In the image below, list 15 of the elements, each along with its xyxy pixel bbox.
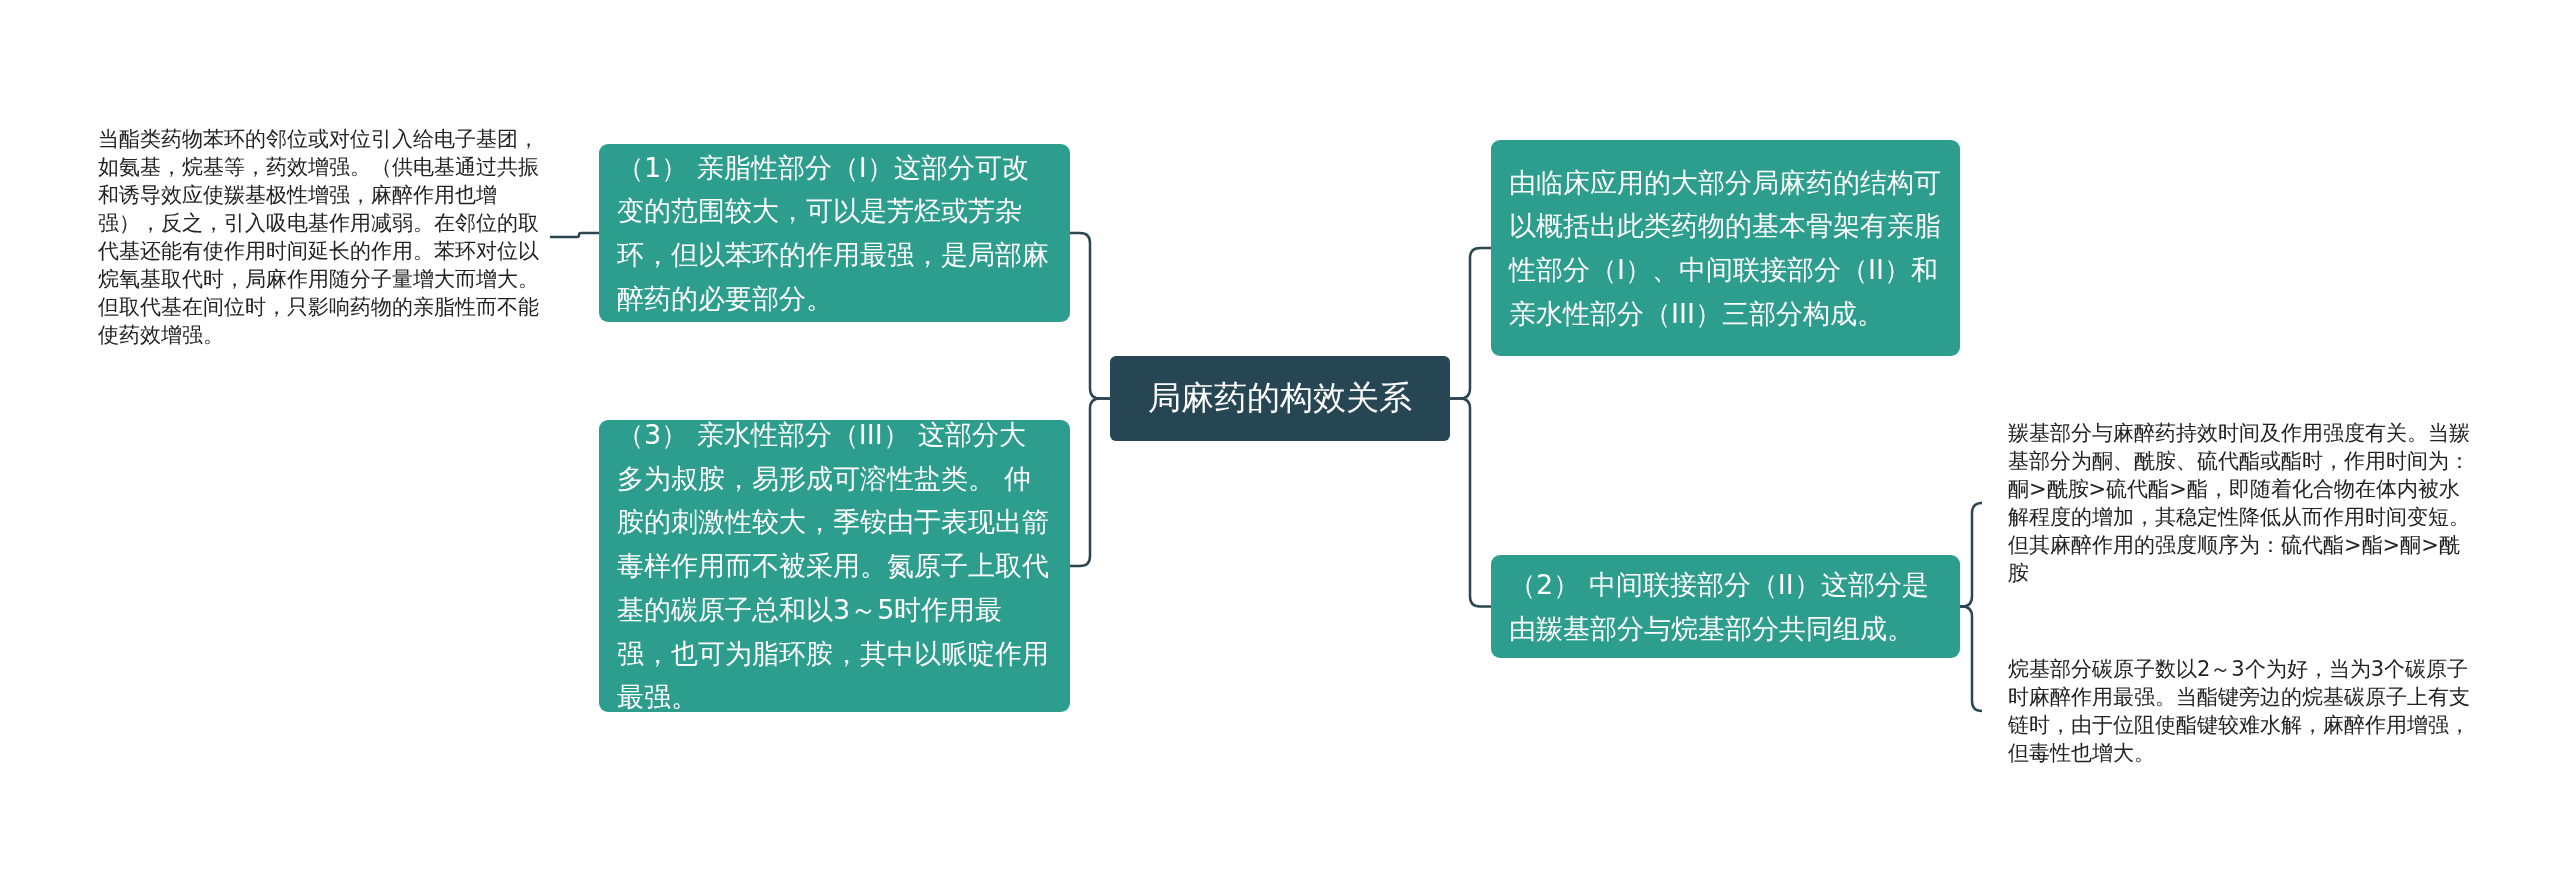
connector-line — [1070, 397, 1110, 568]
central-topic — [1110, 356, 1450, 441]
note-text: 当酯类药物苯环的邻位或对位引入给电子基团，如氨基，烷基等，药效增强。（供电基通过共振和诱导效应使羰基极性增强，麻醉作用也增强），反之，引入吸电基作用减弱。在邻位的取代基还能有使作用时间延长的作用。苯环对位以烷氧基取代时，局麻作用随分子量增大而增大。但取代基在间位时，只影响药物的亲脂性而不能使药效增强。 — [98, 106, 556, 368]
connector-line — [550, 231, 599, 239]
note-text: 羰基部分与麻醉药持效时间及作用强度有关。当羰基部分为酮、酰胺、硫代酯或酯时，作用时间为：酮>酰胺>硫代酯>酯，即随着化合物在体内被水解程度的增加，其稳定性降低从而作用时间变短。但其麻醉作用的强度顺序为：硫代酯>酯>酮>酰胺 — [2008, 416, 2470, 590]
connector-line — [1450, 397, 1491, 608]
topic-text: 由临床应用的大部分局麻药的结构可以概括出此类药物的基本骨架有亲脂性部分（I）、中间联接部分（II）和亲水性部分（III）三部分构成。 — [1509, 165, 1942, 331]
note-text: 烷基部分碳原子数以2～3个为好，当为3个碳原子时麻醉作用最强。当酯键旁边的烷基碳原子上有支链时，由于位阻使酯键较难水解，麻醉作用增强，但毒性也增大。 — [2008, 650, 2470, 772]
topic-text: （3） 亲水性部分（III） 这部分大多为叔胺，易形成可溶性盐类。 仲胺的刺激性较大，季铵由于表现出箭毒样作用而不被采用。氮原子上取代基的碳原子总和以3～5时作用最强，也可为脂环胺，其中以哌啶作用最强。 — [617, 417, 1050, 715]
topic-box — [1491, 555, 1960, 658]
connector-line — [1960, 605, 1984, 713]
topic-text: （1） 亲脂性部分（I）这部分可改变的范围较大，可以是芳烃或芳杂环，但以苯环的作用最强，是局部麻醉药的必要部分。 — [617, 150, 1050, 316]
topic-text: （2） 中间联接部分（II）这部分是由羰基部分与烷基部分共同组成。 — [1509, 567, 1930, 646]
topic-box — [1491, 140, 1960, 356]
topic-title: 局麻药的构效关系 — [1148, 377, 1412, 419]
